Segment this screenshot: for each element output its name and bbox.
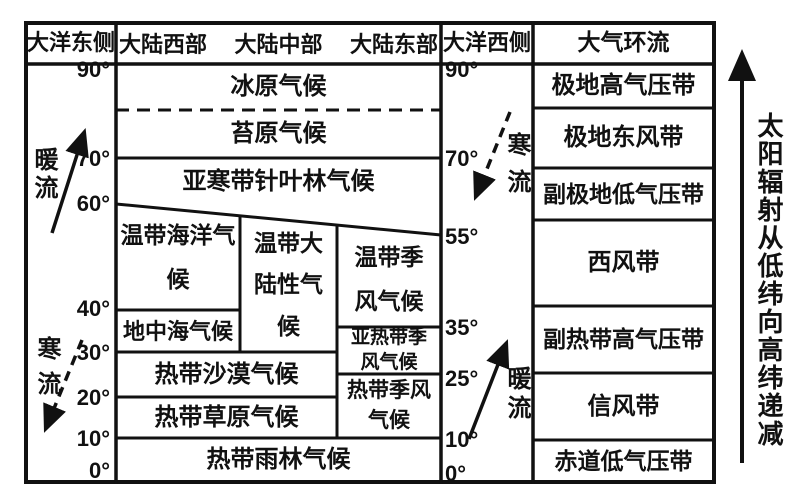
- climate-grid-lines: [115, 108, 442, 440]
- lat-left-0: 0°: [88, 458, 110, 483]
- belt-equatorial-low: 赤道低气压带: [554, 447, 693, 474]
- climate-tropical-rainforest: 热带雨林气候: [206, 446, 351, 473]
- climate-temperate-continental: 温带大陆性气候: [254, 229, 323, 339]
- climate-tropical-savanna: 热带草原气候: [154, 403, 299, 431]
- cold-current-arrow-right: [473, 111, 512, 201]
- header-continent: 大陆西部 大陆中部 大陆东部: [116, 21, 441, 64]
- slant-60-55-line: [115, 202, 442, 237]
- solar-radiation-note: 太阳辐射从低纬向高纬递减: [754, 112, 784, 448]
- label-warm-current-left: 暖流: [30, 147, 57, 203]
- belt-westerlies: 西风带: [587, 249, 660, 276]
- header-ocean-east: 大洋东侧: [26, 29, 115, 55]
- climate-temperate-oceanic: 温带海洋气候: [120, 222, 236, 292]
- belt-subtropical-high: 副热带高气压带: [543, 326, 704, 353]
- lat-left-30: 30°: [76, 340, 110, 365]
- climate-mediterranean: 地中海气候: [122, 318, 233, 344]
- climate-subtropical-monsoon: 亚热带季风气候: [350, 326, 427, 373]
- belt-subpolar-low: 副极地低气压带: [543, 180, 704, 207]
- lat-right-90: 90°: [445, 57, 479, 82]
- lat-left-10: 10°: [76, 426, 110, 451]
- climate-tundra: 苔原气候: [230, 120, 327, 147]
- lat-right-35: 35°: [445, 315, 479, 340]
- lat-left-40: 40°: [76, 296, 110, 321]
- header-ocean-west: 大洋西侧: [442, 29, 531, 55]
- header-circulation: 大气环流: [577, 29, 670, 56]
- label-cold-current-left: 寒流: [33, 336, 60, 406]
- lat-left-20: 20°: [76, 385, 110, 410]
- lat-left-70: 70°: [76, 146, 110, 171]
- climate-tropical-monsoon: 热带季风气候: [347, 378, 431, 432]
- lat-right-0: 0°: [445, 461, 467, 486]
- header-continent-middle: 大陆中部: [234, 31, 323, 57]
- belt-trade-winds: 信风带: [587, 392, 660, 420]
- climate-tropical-desert: 热带沙漠气候: [154, 360, 299, 388]
- circulation-grid-lines: [533, 106, 714, 442]
- warm-current-arrow-right: [467, 339, 510, 440]
- lat-right-70: 70°: [445, 146, 479, 171]
- lat-right-10: 10°: [445, 427, 479, 452]
- lat-left-90: 90°: [76, 57, 110, 82]
- belt-polar-easterlies: 极地东风带: [563, 124, 684, 151]
- outer-borders: [24, 21, 716, 484]
- warm-current-arrow-left: [50, 127, 89, 234]
- belt-polar-high: 极地高气压带: [551, 72, 696, 99]
- lat-left-60: 60°: [76, 191, 110, 216]
- current-arrows: [43, 111, 512, 440]
- header-continent-east: 大陆东部: [349, 31, 438, 57]
- climate-temperate-monsoon: 温带季风气候: [354, 243, 424, 314]
- lat-right-55: 55°: [445, 224, 479, 249]
- lat-right-25: 25°: [445, 366, 479, 391]
- climate-ice-cap: 冰原气候: [230, 73, 327, 100]
- header-continent-west: 大陆西部: [119, 31, 208, 57]
- column-borders: [26, 21, 714, 484]
- label-warm-current-right: 暖流: [503, 366, 530, 424]
- climate-subarctic: 亚寒带针叶林气候: [182, 168, 375, 195]
- label-cold-current-right: 寒流: [503, 132, 530, 206]
